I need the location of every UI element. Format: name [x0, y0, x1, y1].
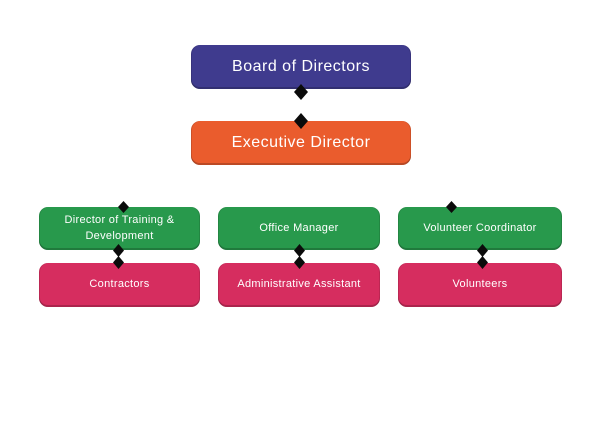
connector-stub-training-top [118, 201, 129, 213]
connector-stub-volunteer-coordinator-volunteers [477, 244, 488, 257]
connector-stub-office-administrative-assistant [294, 244, 305, 257]
org-node-director-of-training-development: Director of Training & Development [39, 207, 200, 250]
org-node-volunteers: Volunteers [398, 263, 562, 307]
connector-stub-executive-top [294, 113, 308, 129]
connector-stub-office-administrative-assistant [294, 256, 305, 269]
connector-stub-volunteer-coordinator-volunteers [477, 256, 488, 269]
org-node-office-manager: Office Manager [218, 207, 380, 250]
connector-stub-training-contractors [113, 244, 124, 257]
connector-stub-training-contractors [113, 256, 124, 269]
org-node-administrative-assistant: Administrative Assistant [218, 263, 380, 307]
org-node-contractors: Contractors [39, 263, 200, 307]
connector-stub-volunteer-coordinator-top [446, 201, 457, 213]
org-node-board-of-directors: Board of Directors [191, 45, 411, 89]
connector-stub-board-bottom [294, 84, 308, 100]
org-node-volunteer-coordinator: Volunteer Coordinator [398, 207, 562, 250]
